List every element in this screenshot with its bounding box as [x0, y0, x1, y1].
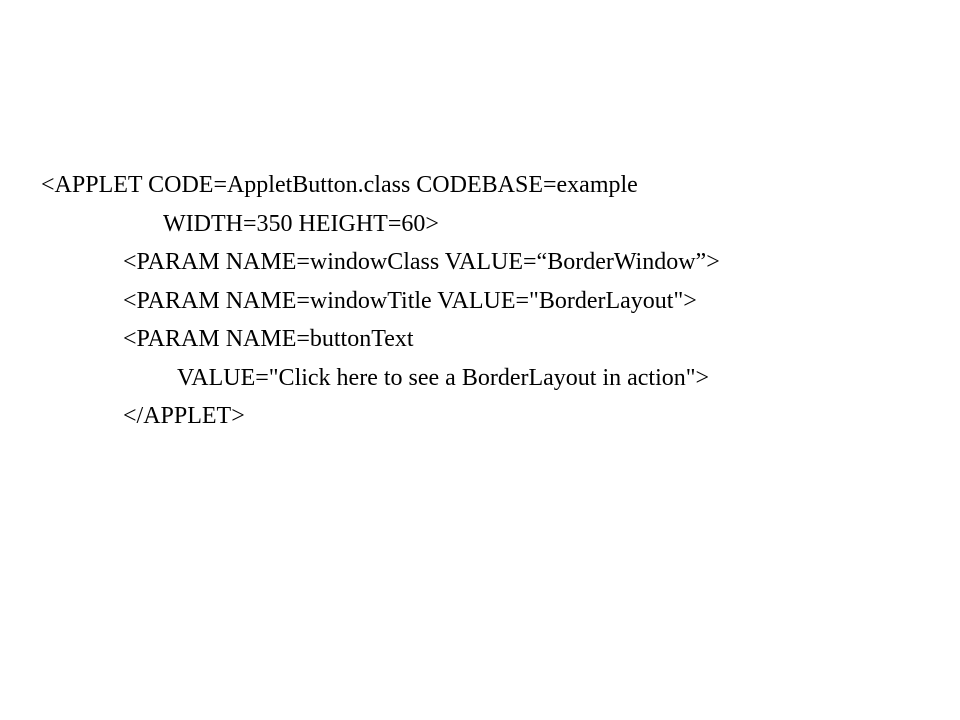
- code-line-applet-close: </APPLET>: [123, 403, 245, 429]
- code-line-param-window-title: <PARAM NAME=windowTitle VALUE="BorderLay…: [123, 287, 697, 314]
- code-line-dimensions: WIDTH=350 HEIGHT=60>: [163, 210, 439, 237]
- code-line-applet-open: <APPLET CODE=AppletButton.class CODEBASE…: [41, 172, 638, 198]
- code-line-param-button-text: <PARAM NAME=buttonText: [123, 326, 414, 352]
- applet-code-block: <APPLET CODE=AppletButton.class CODEBASE…: [0, 166, 960, 436]
- code-line-param-window-class: <PARAM NAME=windowClass VALUE=“BorderWin…: [123, 249, 720, 275]
- code-line-button-text-value: VALUE="Click here to see a BorderLayout …: [177, 364, 710, 391]
